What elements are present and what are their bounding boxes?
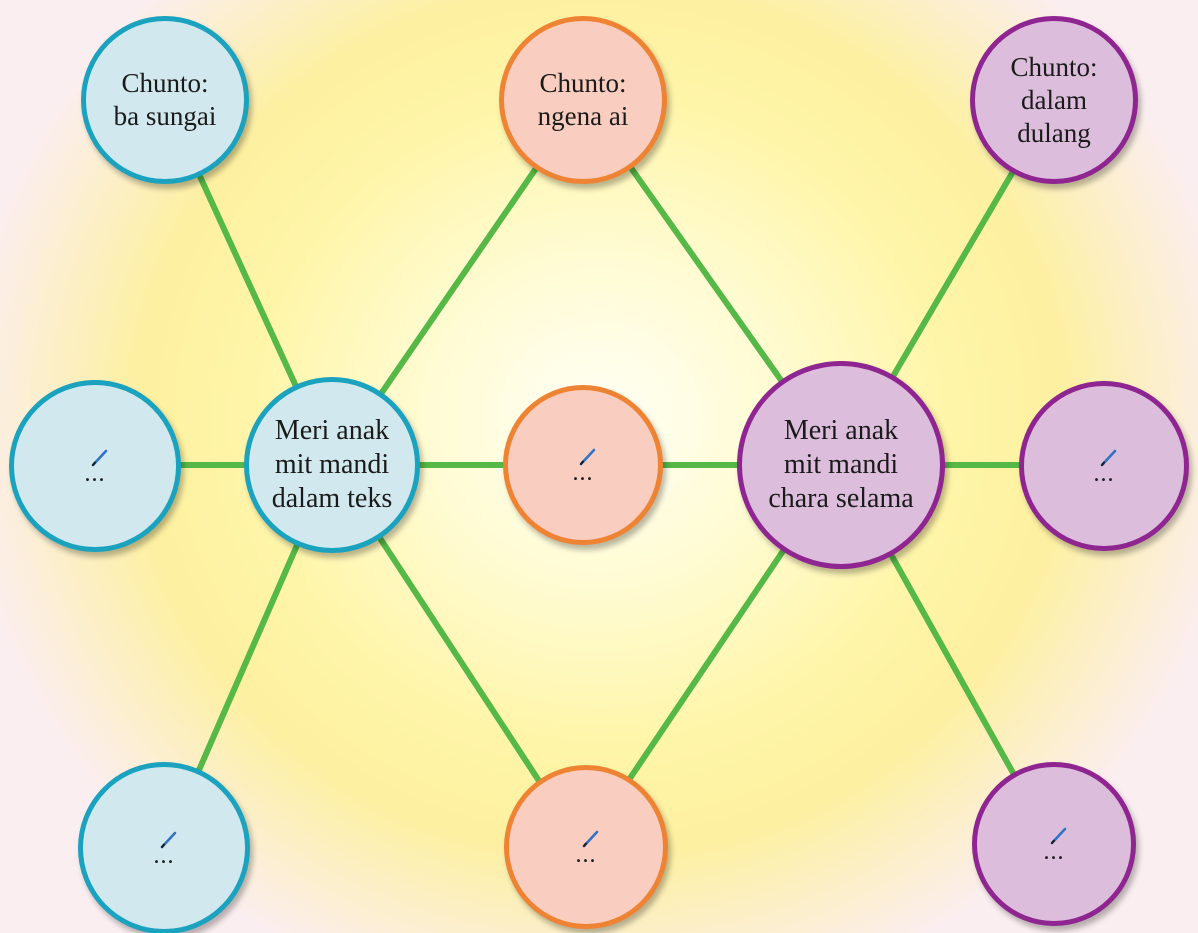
example-left-text: Chunto: ba sungai: [113, 68, 217, 131]
blank-bottom-middle-placeholder: ...: [575, 842, 597, 868]
blank-right-placeholder: ...: [1093, 461, 1115, 487]
blank-node-left[interactable]: ...: [9, 380, 181, 552]
blank-left-placeholder: ...: [84, 461, 106, 487]
pencil-icon: [160, 831, 177, 849]
example-node-right: Chunto: dalam dulang: [970, 16, 1138, 184]
pencil-icon: [1100, 449, 1117, 467]
blank-node-bottom-left[interactable]: ...: [78, 762, 250, 933]
example-middle-text: Chunto: ngena ai: [537, 68, 629, 131]
hub-left-text: Meri anak mit mandi dalam teks: [271, 415, 393, 514]
example-node-left: Chunto: ba sungai: [81, 16, 249, 184]
blank-node-right[interactable]: ...: [1019, 381, 1189, 551]
blank-node-bottom-middle[interactable]: ...: [504, 765, 668, 929]
pencil-icon: [579, 448, 596, 466]
blank-node-middle[interactable]: ...: [503, 385, 663, 545]
blank-bottom-left-placeholder: ...: [153, 843, 175, 869]
hub-node-right: Meri anak mit mandi chara selama: [737, 361, 945, 569]
hub-node-left: Meri anak mit mandi dalam teks: [244, 377, 420, 553]
blank-node-bottom-right[interactable]: ...: [972, 762, 1136, 926]
blank-bottom-right-placeholder: ...: [1043, 839, 1065, 865]
example-node-middle: Chunto: ngena ai: [499, 16, 667, 184]
pencil-icon: [91, 449, 108, 467]
pencil-icon: [1050, 827, 1067, 845]
pencil-icon: [582, 830, 599, 848]
hub-right-text: Meri anak mit mandi chara selama: [768, 415, 914, 514]
blank-middle-placeholder: ...: [572, 460, 594, 486]
example-right-text: Chunto: dalam dulang: [1010, 51, 1098, 148]
